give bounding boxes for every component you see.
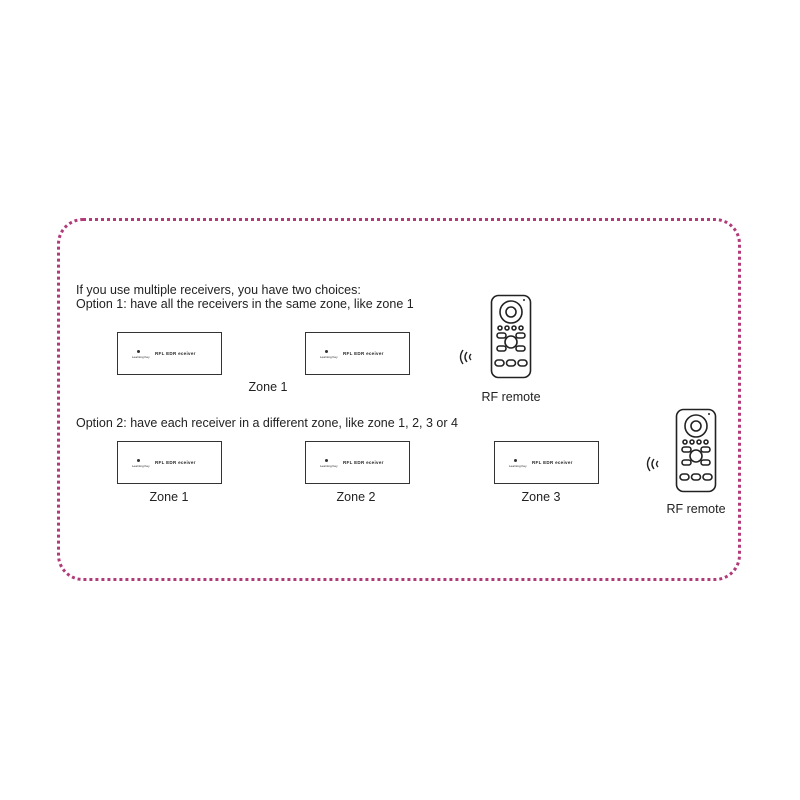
receiver-device: Learning Key RFL EDR eceiver — [117, 441, 222, 484]
rf-remote-icon — [675, 408, 717, 493]
learning-key-label: Learning Key — [132, 464, 150, 468]
zone-label: Zone 1 — [149, 490, 189, 504]
receiver-device: Learning Key RFL EDR eceiver — [494, 441, 599, 484]
zone-label: Zone 2 — [336, 490, 376, 504]
dotted-frame — [57, 218, 741, 581]
receiver-name: RFL EDR eceiver — [343, 460, 384, 465]
intro-text: If you use multiple receivers, you have … — [76, 283, 361, 297]
rf-waves-icon — [459, 349, 472, 365]
receiver-device: Learning Key RFL EDR eceiver — [305, 332, 410, 375]
rf-waves-icon — [646, 456, 659, 472]
receiver-name: RFL EDR eceiver — [343, 351, 384, 356]
option2-text: Option 2: have each receiver in a differ… — [76, 416, 458, 430]
receiver-device: Learning Key RFL EDR eceiver — [305, 441, 410, 484]
rf-remote-label: RF remote — [481, 390, 541, 404]
option1-text: Option 1: have all the receivers in the … — [76, 297, 414, 311]
zone-label: Zone 3 — [521, 490, 561, 504]
receiver-name: RFL EDR eceiver — [532, 460, 573, 465]
receiver-name: RFL EDR eceiver — [155, 460, 196, 465]
receiver-name: RFL EDR eceiver — [155, 351, 196, 356]
learning-key-label: Learning Key — [509, 464, 527, 468]
rf-remote-icon — [490, 294, 532, 379]
learning-key-label: Learning Key — [320, 464, 338, 468]
learning-key-label: Learning Key — [320, 355, 338, 359]
zone-label: Zone 1 — [248, 380, 288, 394]
rf-remote-label: RF remote — [666, 502, 726, 516]
learning-key-label: Learning Key — [132, 355, 150, 359]
receiver-device: Learning Key RFL EDR eceiver — [117, 332, 222, 375]
